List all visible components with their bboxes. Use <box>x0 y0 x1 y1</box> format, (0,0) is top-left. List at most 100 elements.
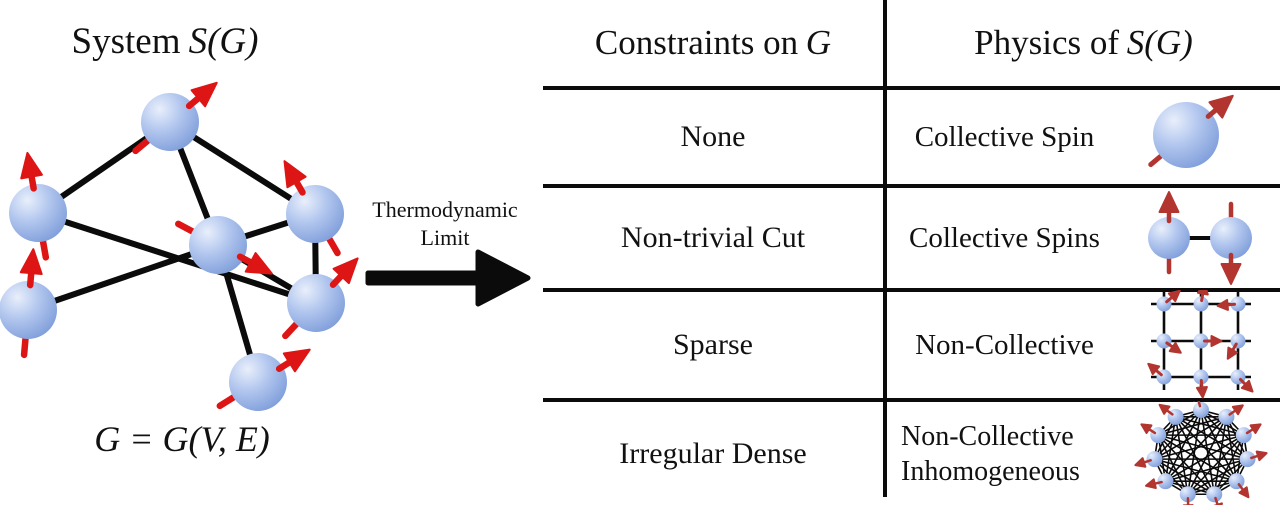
table-row: Sparse Non-Collective <box>543 290 1280 402</box>
spin-arrowhead <box>1140 423 1153 434</box>
physics-non-collective-inhomogeneous: Non-Collective Inhomogeneous <box>901 420 1080 487</box>
spin-pair-icon <box>1148 191 1252 285</box>
spin-shaft <box>1245 427 1255 435</box>
spin-shaft <box>329 272 345 288</box>
spin-shaft <box>1200 292 1205 303</box>
spin-arrowhead <box>1134 457 1147 468</box>
spin-shaft <box>293 178 306 196</box>
spin-shaft <box>1237 483 1245 492</box>
spin-node <box>1148 217 1190 259</box>
physics-collective-spins: Collective Spins <box>909 221 1100 254</box>
spin-arrowhead <box>20 151 43 180</box>
spin-shaft <box>1197 401 1202 408</box>
spin-shaft <box>236 253 254 266</box>
physics-non-collective: Non-Collective <box>915 328 1094 361</box>
spin-shaft <box>1165 341 1175 349</box>
spin-arrowhead <box>1216 298 1229 311</box>
spin-shaft <box>1250 454 1260 460</box>
spin-shaft <box>1165 408 1174 416</box>
spin-node <box>1193 402 1209 418</box>
spin-shaft <box>1231 342 1238 352</box>
spin-arrowhead <box>190 81 218 108</box>
thermodynamic-limit-label: Thermodynamic Limit <box>352 196 538 252</box>
spin-node <box>141 93 199 151</box>
table-row: None Collective Spin <box>543 90 1280 188</box>
lattice-icon <box>1147 290 1254 399</box>
spin-arrowhead <box>1167 290 1181 303</box>
spin-shaft <box>1154 368 1163 377</box>
spin-node <box>0 281 57 339</box>
graph-edge <box>1158 434 1248 460</box>
spin-shaft <box>1199 378 1204 389</box>
spin-node <box>1193 333 1209 349</box>
spin-arrowhead <box>1231 404 1244 416</box>
thermo-label-line1: Thermodynamic <box>372 197 518 222</box>
spin-arrowhead <box>1196 290 1209 296</box>
graph-edge <box>1157 434 1189 495</box>
spin-node <box>1193 369 1209 385</box>
spin-shaft <box>1165 295 1174 304</box>
spin-arrowhead <box>1238 486 1250 499</box>
spin-node <box>1150 427 1167 444</box>
table-row: Non-trivial Cut Collective Spins <box>543 188 1280 292</box>
spin-node <box>1146 451 1163 468</box>
graph-edge <box>1174 416 1189 495</box>
graph-edge <box>1157 434 1215 495</box>
spin-shaft <box>1147 427 1157 435</box>
spin-shaft <box>1142 459 1152 464</box>
spin-node <box>1153 102 1219 168</box>
spin-arrowhead <box>1168 341 1182 354</box>
graph-edge <box>1174 416 1215 495</box>
spin-arrowhead <box>1158 191 1180 213</box>
thermodynamic-limit-arrow <box>365 249 531 307</box>
thermo-label-line2: Limit <box>420 225 470 251</box>
spin-shaft <box>275 359 293 373</box>
spin-node <box>1179 486 1196 503</box>
spin-shaft <box>1226 302 1237 307</box>
constraint-irregular-dense: Irregular Dense <box>619 436 807 470</box>
spin-arrowhead <box>1255 450 1268 462</box>
graph-edge <box>25 242 221 313</box>
table-column-divider <box>883 0 887 497</box>
table-row: Irregular Dense Non-Collective Inhomogen… <box>543 401 1280 505</box>
spin-arrowhead <box>283 160 307 189</box>
spin-node <box>1230 296 1246 312</box>
spin-shaft <box>1214 496 1219 505</box>
spin-node <box>1218 408 1235 425</box>
spin-arrowhead <box>1145 478 1157 490</box>
spin-node <box>1239 451 1256 468</box>
spin-arrowhead <box>1208 94 1234 119</box>
spin-node <box>229 353 287 411</box>
system-title-math: S(G) <box>188 21 259 62</box>
spin-shaft <box>26 269 35 289</box>
spin-arrowhead <box>1240 379 1254 393</box>
spin-node <box>286 185 344 243</box>
constraint-none: None <box>680 120 746 153</box>
spin-shaft <box>1228 409 1237 416</box>
spin-arrowhead <box>1210 335 1223 347</box>
spin-arrowhead <box>332 257 359 285</box>
graph-formula: G = G(V, E) <box>94 419 270 459</box>
spin-node <box>1157 473 1174 490</box>
spin-shaft <box>1205 107 1219 119</box>
spin-arrowhead <box>1195 386 1208 399</box>
spin-node <box>287 274 345 332</box>
graph-edge <box>1164 416 1177 482</box>
spin-arrowhead <box>1220 263 1242 285</box>
spin-shaft <box>28 173 37 192</box>
spin-network-graph <box>0 81 531 411</box>
system-title-text: System <box>71 21 181 62</box>
spin-shaft <box>1238 377 1247 386</box>
spin-arrowhead <box>1226 346 1239 360</box>
spin-node <box>1206 486 1223 503</box>
dense-network-icon <box>1134 401 1268 505</box>
spin-node <box>189 216 247 274</box>
spin-node <box>1230 333 1246 349</box>
spin-arrowhead <box>1147 362 1161 376</box>
constraint-nontrivial-cut: Non-trivial Cut <box>620 221 806 254</box>
